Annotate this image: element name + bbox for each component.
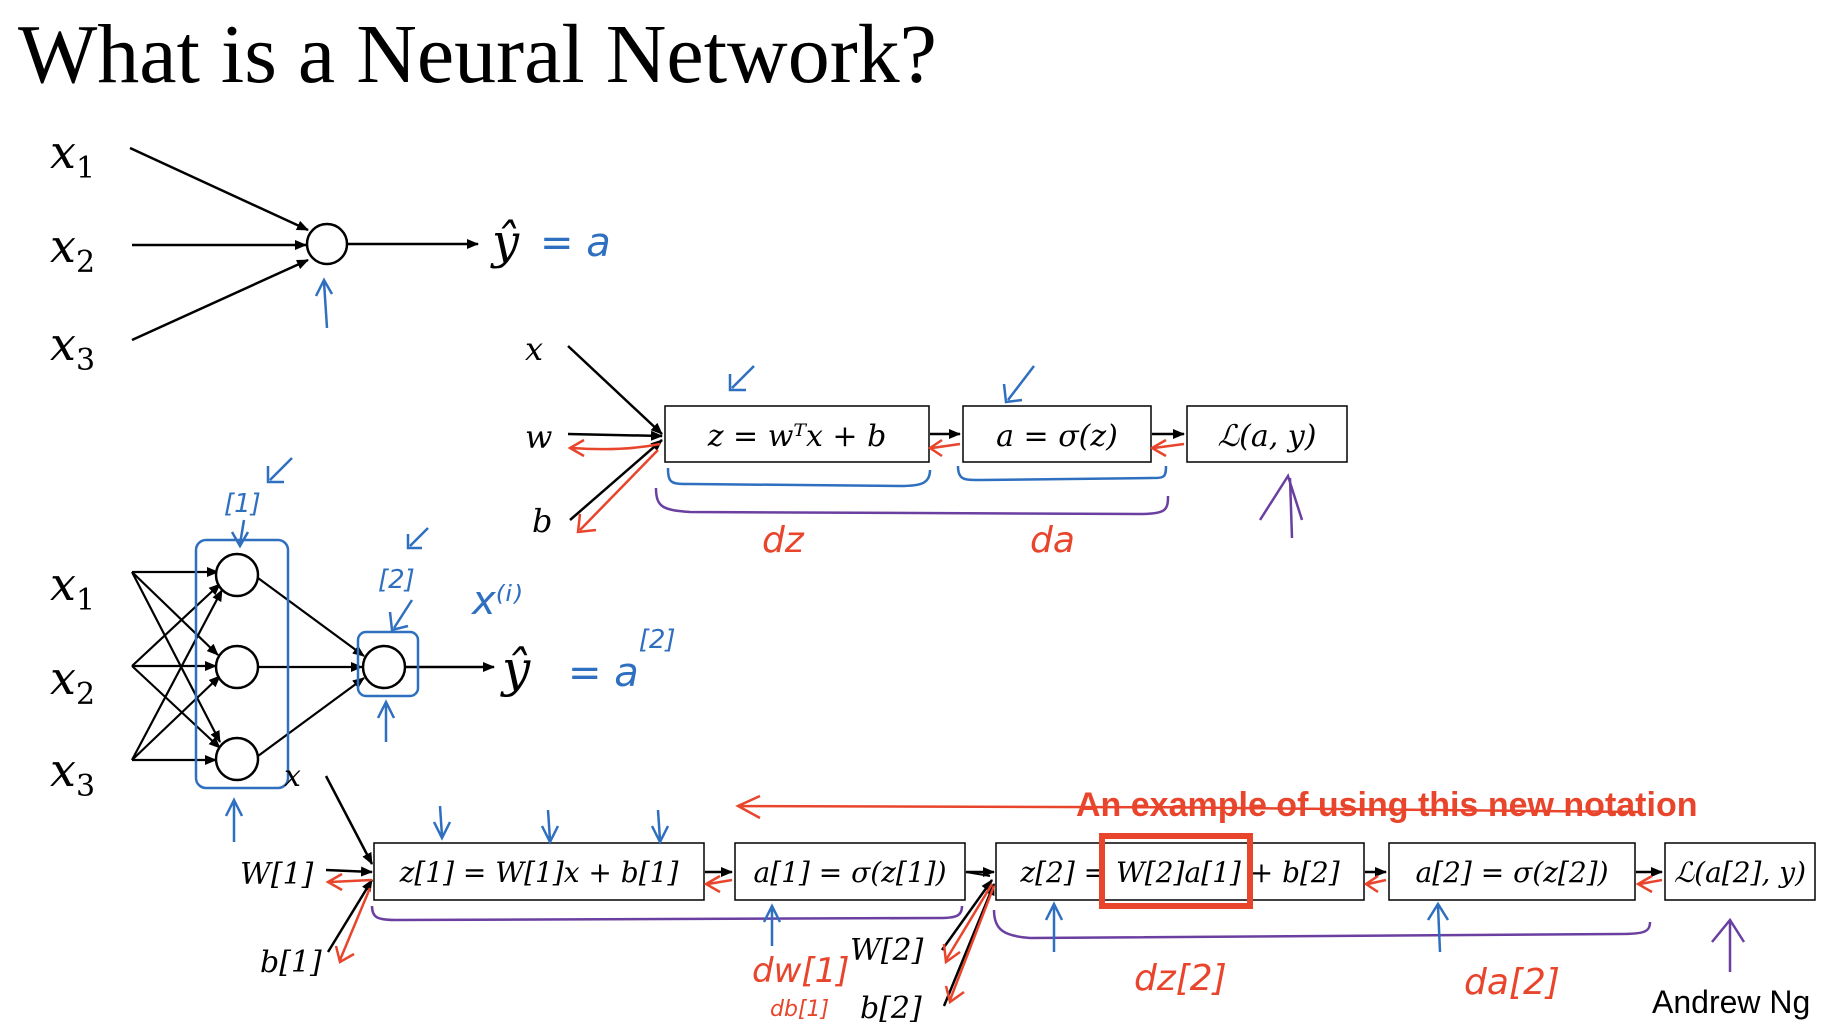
hidden-neuron <box>214 736 260 782</box>
top-input-x1: x1 <box>50 125 95 186</box>
graph-box-z-label: z = wᵀx + b <box>707 419 887 454</box>
handwritten-dz2: dz[2] <box>1134 958 1227 999</box>
red-arrow-icon <box>944 885 996 1005</box>
red-arrow-icon <box>927 438 961 458</box>
handwritten-da: da <box>1030 520 1075 561</box>
blue-arrow-icon <box>762 903 782 946</box>
author-name: Andrew Ng <box>1652 984 1811 1020</box>
red-arrow-icon <box>334 887 372 964</box>
graph-box-loss <box>1186 405 1348 463</box>
layered-box-a2 <box>1388 842 1636 901</box>
net-input-x3: x3 <box>50 743 95 804</box>
layered-computation-graph: x W[1] b[1] z[1] = W[1]x + b[1] a[1] = σ… <box>240 759 1816 1026</box>
blue-brace <box>956 465 1168 482</box>
purple-brace <box>370 905 964 922</box>
purple-brace <box>992 909 1652 940</box>
blue-brace <box>666 467 932 488</box>
net-input-x2: x2 <box>50 651 95 712</box>
single-computation-graph: x w b z = wᵀx + b a = σ(z) ℒ(a, y) <box>525 330 1348 561</box>
red-arrow-icon <box>735 794 1641 820</box>
graph-box-a <box>962 405 1152 463</box>
top-input-x3: x3 <box>50 317 95 378</box>
red-arrow-icon <box>325 872 373 892</box>
graph-box-a-label: a = σ(z) <box>996 419 1118 454</box>
graph-input-w: w <box>525 418 552 456</box>
layered-box-loss-label: ℒ(a[2], y) <box>1674 856 1806 889</box>
graph-box-z <box>664 405 930 463</box>
purple-brace <box>654 487 1170 516</box>
net-output-note: = a[2] <box>568 625 676 696</box>
layered-box-loss <box>1664 842 1816 901</box>
blue-arrow-icon <box>266 457 293 484</box>
layered-input-b2: b[2] <box>860 991 922 1026</box>
blue-arrow-icon <box>376 699 396 742</box>
layered-box-a2-label: a[2] = σ(z[2]) <box>1416 856 1609 889</box>
top-neuron <box>305 222 349 266</box>
layered-input-b1: b[1] <box>260 945 322 980</box>
hidden-neuron <box>214 644 260 690</box>
red-arrow-icon <box>1149 438 1185 458</box>
red-arrow-icon <box>1363 874 1387 894</box>
top-input-x2: x2 <box>50 219 95 280</box>
layered-box-z1 <box>373 842 705 901</box>
top-network: x1 x2 x3 ŷ = a <box>50 125 611 378</box>
net-input-x1: x1 <box>50 557 95 618</box>
handwritten-dw1: dw[1] <box>752 951 850 991</box>
blue-arrow-icon <box>314 277 334 329</box>
annotation-text: An example of using this new notation <box>1076 786 1698 824</box>
blue-arrow-icon <box>650 809 670 845</box>
layered-box-z2-label: z[2] = W[2]a[1] + b[2] <box>1019 856 1339 889</box>
page-title: What is a Neural Network? <box>18 8 937 101</box>
hidden-neuron <box>214 552 260 598</box>
blue-arrow-icon <box>432 805 452 841</box>
layered-box-a1 <box>734 842 966 901</box>
blue-arrow-icon <box>1044 901 1064 952</box>
blue-arrow-icon <box>406 527 429 550</box>
red-arrow-icon <box>703 874 733 894</box>
red-arrow-icon <box>576 449 659 534</box>
layer-tag-1: [1] <box>224 489 261 519</box>
layered-input-W2: W[2] <box>850 933 924 968</box>
red-arrow-icon <box>567 438 661 458</box>
layered-box-a1-label: a[1] = σ(z[1]) <box>754 856 947 889</box>
output-neuron <box>361 644 407 690</box>
layered-input-x: x <box>284 759 301 794</box>
blue-arrow-icon <box>1002 365 1035 404</box>
layer-tag-2: [2] <box>378 565 415 595</box>
blue-arrow-icon <box>230 519 250 549</box>
blue-arrow-icon <box>224 797 244 842</box>
blue-arrow-icon <box>540 809 560 845</box>
handwritten-dz: dz <box>762 520 805 561</box>
layered-box-z2 <box>995 842 1365 901</box>
top-output-note: = a <box>540 220 611 266</box>
highlight-box <box>1099 833 1253 909</box>
layered-input-W1: W[1] <box>240 857 314 892</box>
graph-input-b: b <box>532 502 552 540</box>
red-arrow-icon <box>1635 874 1663 894</box>
handwritten-da2: da[2] <box>1464 962 1560 1003</box>
two-layer-network: x1 x2 x3 ŷ <box>50 457 676 842</box>
sample-tag: x⁽ⁱ⁾ <box>470 578 522 624</box>
layered-box-z1-label: z[1] = W[1]x + b[1] <box>399 856 679 889</box>
purple-arrow-icon <box>1258 473 1304 539</box>
graph-box-loss-label: ℒ(a, y) <box>1218 419 1317 454</box>
blue-arrow-icon <box>1426 901 1450 953</box>
red-arrow-icon <box>942 883 994 965</box>
blue-arrow-icon <box>388 599 414 632</box>
purple-arrow-icon <box>1711 917 1746 972</box>
layer-2-box <box>356 630 420 698</box>
graph-input-x: x <box>525 330 543 368</box>
blue-arrow-icon <box>728 365 755 392</box>
handwritten-db1: db[1] <box>770 997 829 1022</box>
net-output-yhat: ŷ <box>500 640 531 698</box>
top-output-yhat: ŷ <box>490 214 520 270</box>
